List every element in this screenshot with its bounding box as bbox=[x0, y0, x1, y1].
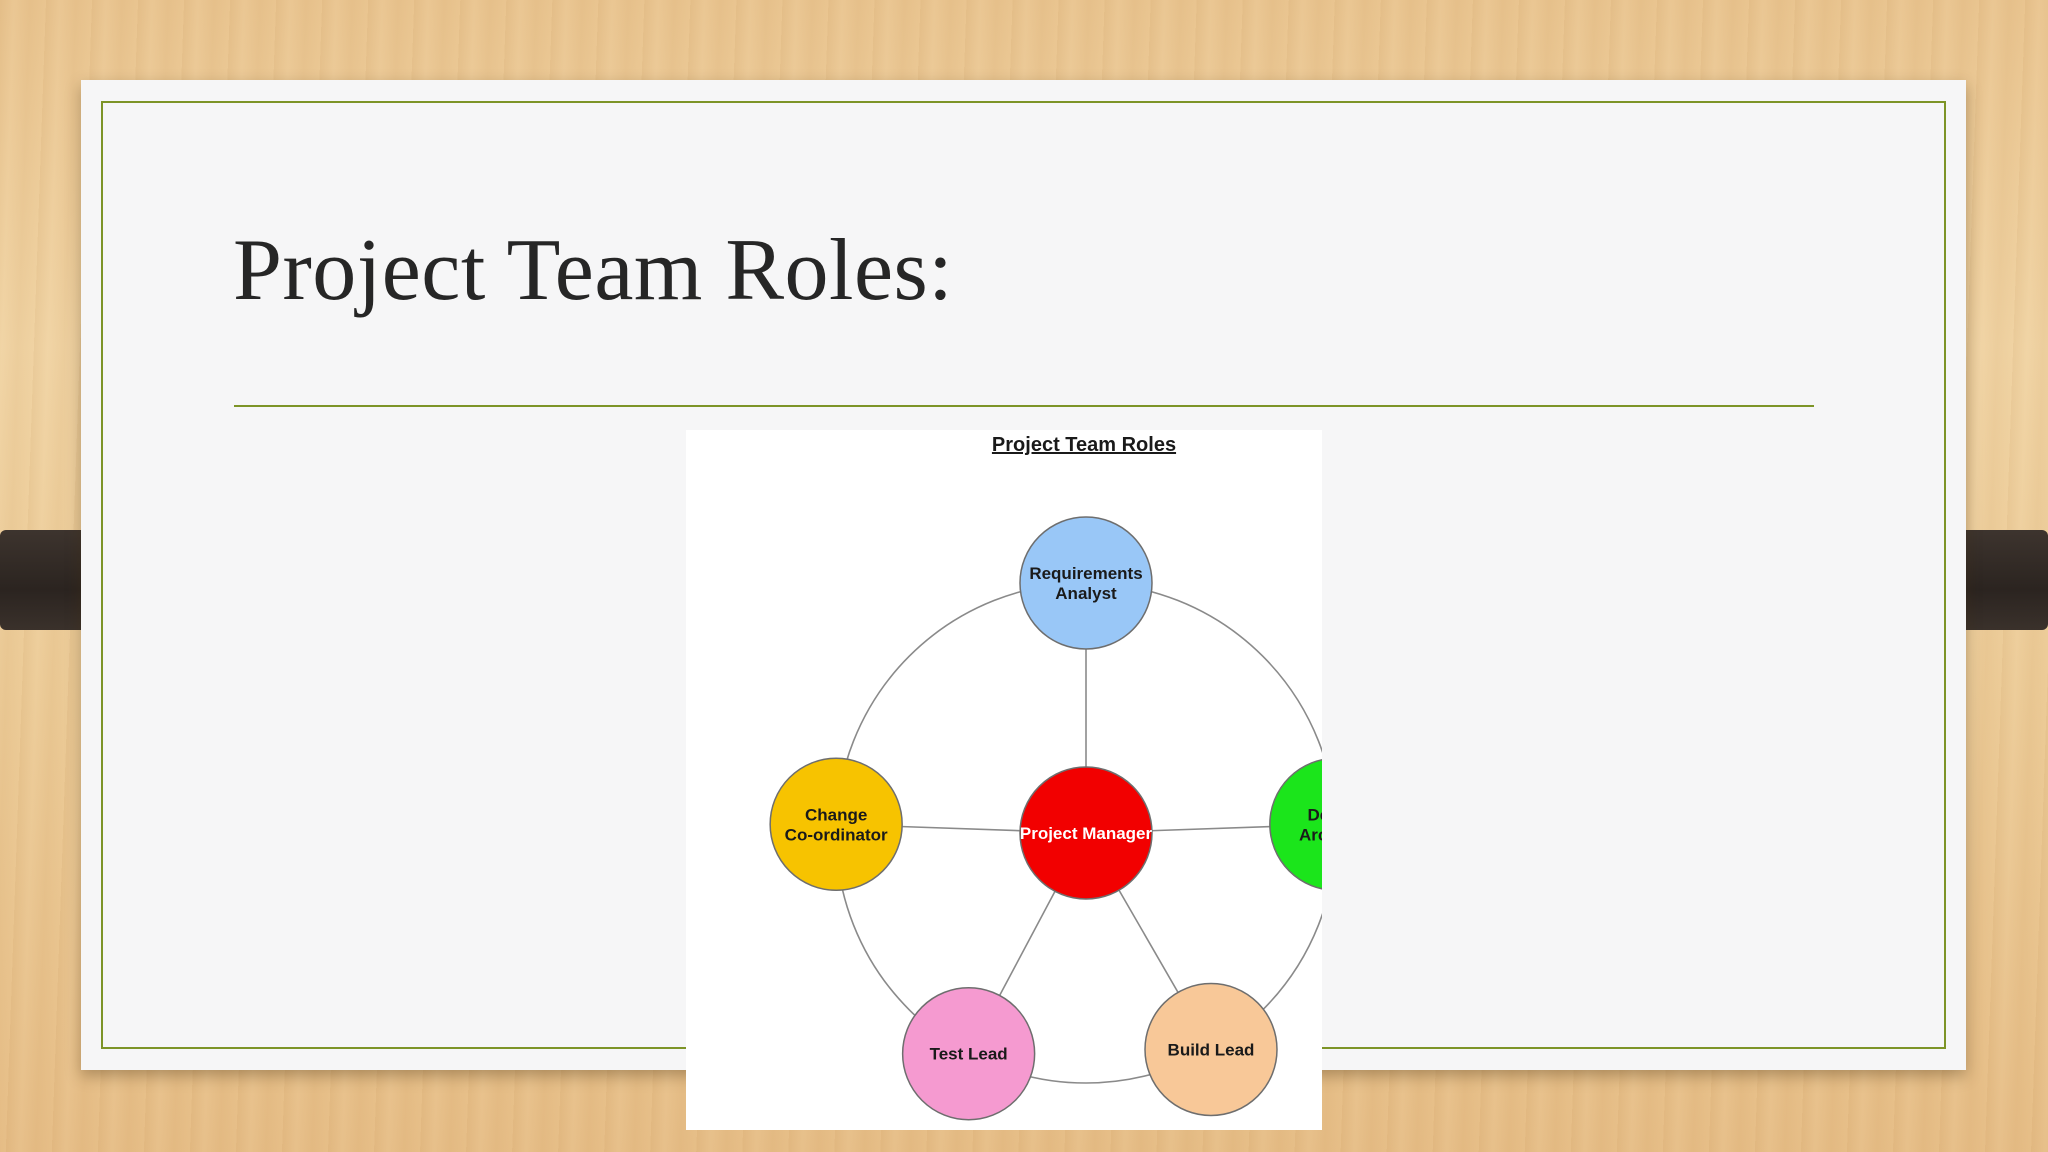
node-label-bl-0: Build Lead bbox=[1168, 1041, 1255, 1060]
node-label-da-0: Design bbox=[1308, 805, 1322, 824]
diagram-heading: Project Team Roles bbox=[992, 434, 1176, 456]
slide: Project Team Roles: Project Team Roles R… bbox=[81, 80, 1966, 1130]
node-label-pm-0: Project Manager bbox=[1020, 824, 1153, 843]
node-circle-da bbox=[1269, 758, 1322, 890]
node-circle-tl bbox=[901, 986, 1036, 1121]
node-label-cc-0: Change bbox=[805, 805, 867, 824]
role-node-tl: Test Lead bbox=[901, 986, 1036, 1121]
node-circle-bl bbox=[1144, 982, 1278, 1117]
node-label-da-1: Architect bbox=[1299, 825, 1322, 844]
node-circle-pm bbox=[1019, 766, 1153, 900]
node-label-tl-0: Test Lead bbox=[930, 1045, 1008, 1064]
node-label-ra-0: Requirements bbox=[1029, 564, 1142, 583]
center-node-pm: Project Manager bbox=[1019, 766, 1153, 900]
role-node-bl: Build Lead bbox=[1144, 982, 1278, 1117]
node-circle-cc bbox=[769, 757, 903, 892]
team-roles-diagram: Project Team Roles RequirementsAnalystDe… bbox=[686, 430, 1322, 1130]
node-label-ra-1: Analyst bbox=[1055, 584, 1117, 603]
node-circle-ra bbox=[1019, 516, 1153, 650]
node-label-cc-1: Co-ordinator bbox=[785, 825, 888, 844]
role-node-da: DesignArchitect bbox=[1269, 758, 1322, 890]
slide-title: Project Team Roles: bbox=[233, 222, 954, 319]
diagram-canvas: Project Team Roles RequirementsAnalystDe… bbox=[769, 434, 1322, 1121]
title-divider bbox=[234, 405, 1814, 407]
